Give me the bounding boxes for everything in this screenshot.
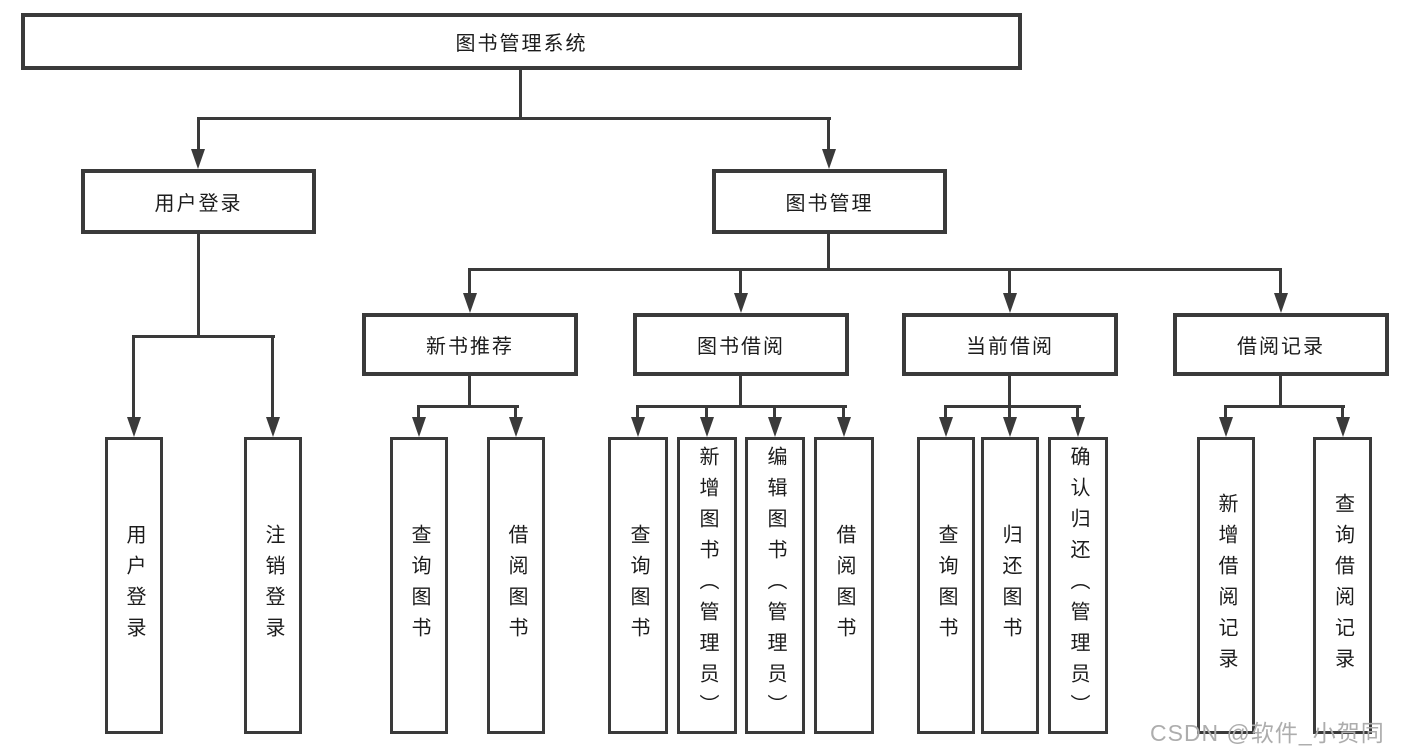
connector-to-leaf-user-login xyxy=(132,335,135,421)
connector-to-leaf-logout xyxy=(271,335,274,421)
connector-new-book-recommend-stem xyxy=(468,375,471,407)
connector-root-split xyxy=(197,117,831,120)
leaf-query-books-1: 查询图书 xyxy=(390,437,448,734)
arrowhead-to-confirm-return-admin xyxy=(1071,417,1085,437)
arrowhead-to-query-books-3 xyxy=(939,417,953,437)
connector-leaf xyxy=(944,405,947,419)
connector-user-login-split xyxy=(132,335,275,338)
arrowhead-to-query-books-2 xyxy=(631,417,645,437)
connector-book-management-split xyxy=(469,268,1282,271)
connector-leaf xyxy=(705,405,708,419)
connector-user-login-stem xyxy=(197,233,200,337)
connector-leaf xyxy=(773,405,776,419)
arrowhead-to-query-borrow-record xyxy=(1336,417,1350,437)
connector-leaf xyxy=(1076,405,1079,419)
connector-to-borrow-records xyxy=(1279,268,1282,296)
leaf-borrow-books-2: 借阅图书 xyxy=(814,437,874,734)
arrowhead-to-current-borrowing xyxy=(1003,293,1017,313)
leaf-logout: 注销登录 xyxy=(244,437,302,734)
leaf-return-book: 归还图书 xyxy=(981,437,1039,734)
connector-to-book-borrowing xyxy=(739,268,742,296)
connector-book-borrowing-stem xyxy=(739,375,742,407)
connector-book-management-stem xyxy=(827,233,830,271)
node-borrow-records: 借阅记录 xyxy=(1173,313,1389,376)
arrowhead-to-add-book-admin xyxy=(700,417,714,437)
connector-new-book-recommend-split xyxy=(417,405,519,408)
connector-leaf xyxy=(514,405,517,419)
arrowhead-to-edit-book-admin xyxy=(768,417,782,437)
arrowhead-to-user-login xyxy=(191,149,205,169)
connector-leaf xyxy=(842,405,845,419)
node-book-borrowing: 图书借阅 xyxy=(633,313,849,376)
watermark: CSDN @软件_小贺同学 xyxy=(1150,720,1385,746)
arrowhead-to-borrow-records xyxy=(1274,293,1288,313)
connector-to-current-borrowing xyxy=(1008,268,1011,296)
arrowhead-to-leaf-logout xyxy=(266,417,280,437)
connector-leaf xyxy=(1341,405,1344,419)
leaf-add-book-admin: 新增图书（管理员） xyxy=(677,437,737,734)
node-new-book-recommend: 新书推荐 xyxy=(362,313,578,376)
connector-leaf xyxy=(1224,405,1227,419)
connector-leaf xyxy=(636,405,639,419)
arrowhead-to-book-borrowing xyxy=(734,293,748,313)
arrowhead-to-add-borrow-record xyxy=(1219,417,1233,437)
leaf-user-login: 用户登录 xyxy=(105,437,163,734)
node-user-login: 用户登录 xyxy=(81,169,316,234)
arrowhead-to-new-book-recommend xyxy=(463,293,477,313)
connector-to-book-management xyxy=(827,117,830,153)
leaf-borrow-books-1: 借阅图书 xyxy=(487,437,545,734)
connector-to-new-book-recommend xyxy=(468,268,471,296)
arrowhead-to-leaf-user-login xyxy=(127,417,141,437)
connector-leaf xyxy=(417,405,420,419)
leaf-add-borrow-record: 新增借阅记录 xyxy=(1197,437,1255,734)
arrowhead-to-book-management xyxy=(822,149,836,169)
leaf-confirm-return-admin: 确认归还（管理员） xyxy=(1048,437,1108,734)
arrowhead-to-return-book xyxy=(1003,417,1017,437)
leaf-query-borrow-record: 查询借阅记录 xyxy=(1313,437,1372,734)
connector-borrow-records-stem xyxy=(1279,375,1282,407)
arrowhead-to-query-books-1 xyxy=(412,417,426,437)
connector-current-borrowing-stem xyxy=(1008,375,1011,407)
leaf-query-books-2: 查询图书 xyxy=(608,437,668,734)
connector-book-borrowing-split xyxy=(636,405,847,408)
connector-root-stem xyxy=(519,69,522,120)
leaf-query-books-3: 查询图书 xyxy=(917,437,975,734)
node-library-management-system: 图书管理系统 xyxy=(21,13,1022,70)
connector-current-borrowing-split xyxy=(944,405,1081,408)
node-current-borrowing: 当前借阅 xyxy=(902,313,1118,376)
arrowhead-to-borrow-books-1 xyxy=(509,417,523,437)
connector-to-user-login xyxy=(197,117,200,153)
connector-leaf xyxy=(1008,405,1011,419)
leaf-edit-book-admin: 编辑图书（管理员） xyxy=(745,437,805,734)
connector-borrow-records-split xyxy=(1224,405,1345,408)
arrowhead-to-borrow-books-2 xyxy=(837,417,851,437)
node-book-management: 图书管理 xyxy=(712,169,947,234)
